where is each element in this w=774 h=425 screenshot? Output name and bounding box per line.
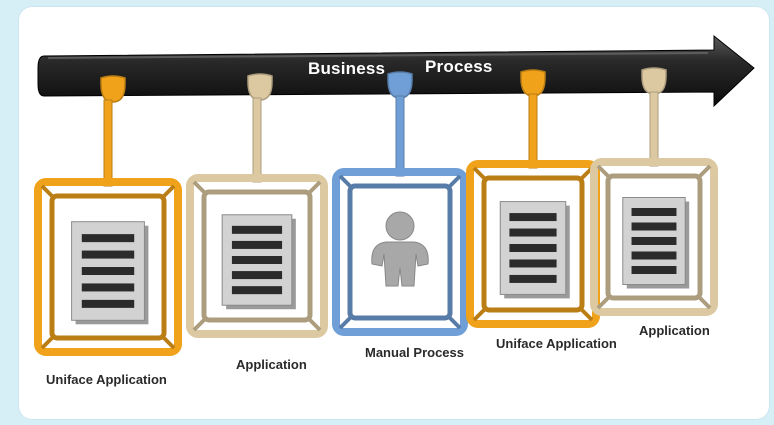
hook-1 bbox=[100, 75, 126, 103]
frame-2 bbox=[186, 174, 328, 338]
process-step-3 bbox=[332, 71, 468, 336]
process-step-5 bbox=[590, 67, 718, 316]
document-icon bbox=[622, 197, 690, 289]
hook-3 bbox=[387, 71, 413, 99]
label-uniface-application-1: Uniface Application bbox=[46, 372, 167, 387]
arrow-title-process: Process bbox=[425, 57, 493, 76]
hook-5 bbox=[641, 67, 667, 95]
process-step-1 bbox=[34, 75, 182, 356]
frame-1 bbox=[34, 178, 182, 356]
person-icon bbox=[371, 211, 429, 287]
label-application-2: Application bbox=[639, 323, 710, 338]
process-step-2 bbox=[186, 73, 328, 338]
arrow-title-business: Business bbox=[308, 59, 386, 78]
rod-1 bbox=[103, 99, 113, 187]
process-diagram bbox=[34, 34, 755, 356]
document-icon bbox=[499, 201, 570, 299]
frame-3 bbox=[332, 168, 468, 336]
label-uniface-application-2: Uniface Application bbox=[496, 336, 617, 351]
rod-3 bbox=[395, 95, 405, 177]
rod-2 bbox=[252, 97, 262, 183]
diagram-canvas: Business Process Uniface Application App… bbox=[18, 6, 770, 420]
hook-4 bbox=[520, 69, 546, 97]
rod-5 bbox=[649, 91, 659, 167]
process-step-4 bbox=[466, 69, 600, 328]
frame-5 bbox=[590, 158, 718, 316]
label-application-1: Application bbox=[236, 357, 307, 372]
rod-4 bbox=[528, 93, 538, 169]
document-icon bbox=[221, 214, 296, 310]
hook-2 bbox=[247, 73, 273, 101]
label-manual-process: Manual Process bbox=[365, 345, 464, 360]
process-arrow bbox=[37, 34, 755, 108]
document-icon bbox=[71, 221, 149, 325]
